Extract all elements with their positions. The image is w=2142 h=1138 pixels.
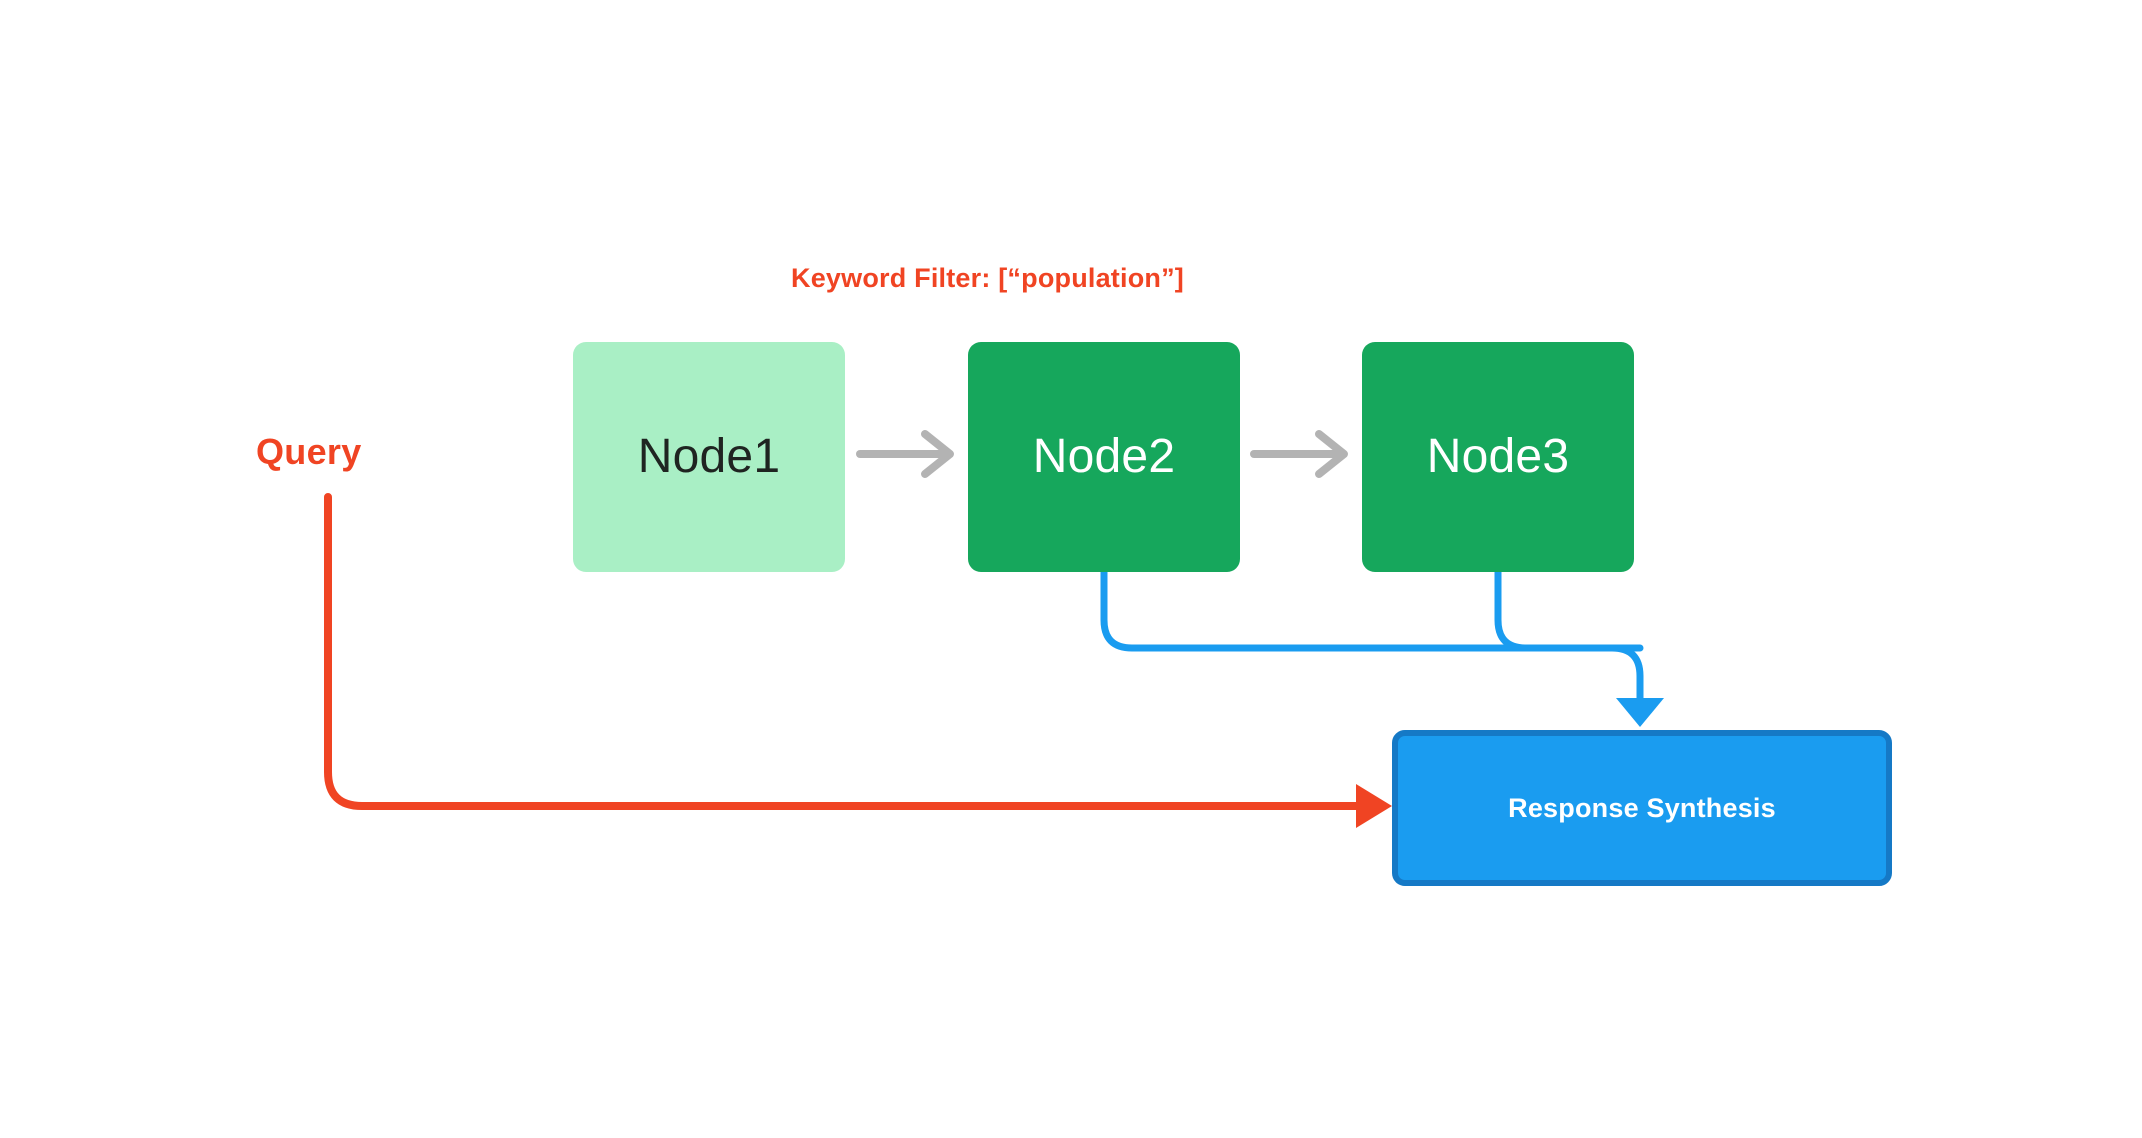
query-label: Query [256,431,362,472]
edge-node3-to-response [1494,568,1664,727]
red-arrowhead [1356,784,1392,828]
edge-node2-to-node3 [1250,430,1348,478]
node-node2[interactable]: Node2 [968,342,1240,572]
node-node3[interactable]: Node3 [1362,342,1634,572]
edge-node1-to-node2 [856,430,954,478]
edge-node2-to-response [1100,568,1644,652]
keyword-filter-label: Keyword Filter: [“population”] [791,263,1184,293]
blue-arrowhead [1616,698,1664,727]
response-synthesis-box[interactable]: Response Synthesis [1392,730,1892,886]
node-node1[interactable]: Node1 [573,342,845,572]
